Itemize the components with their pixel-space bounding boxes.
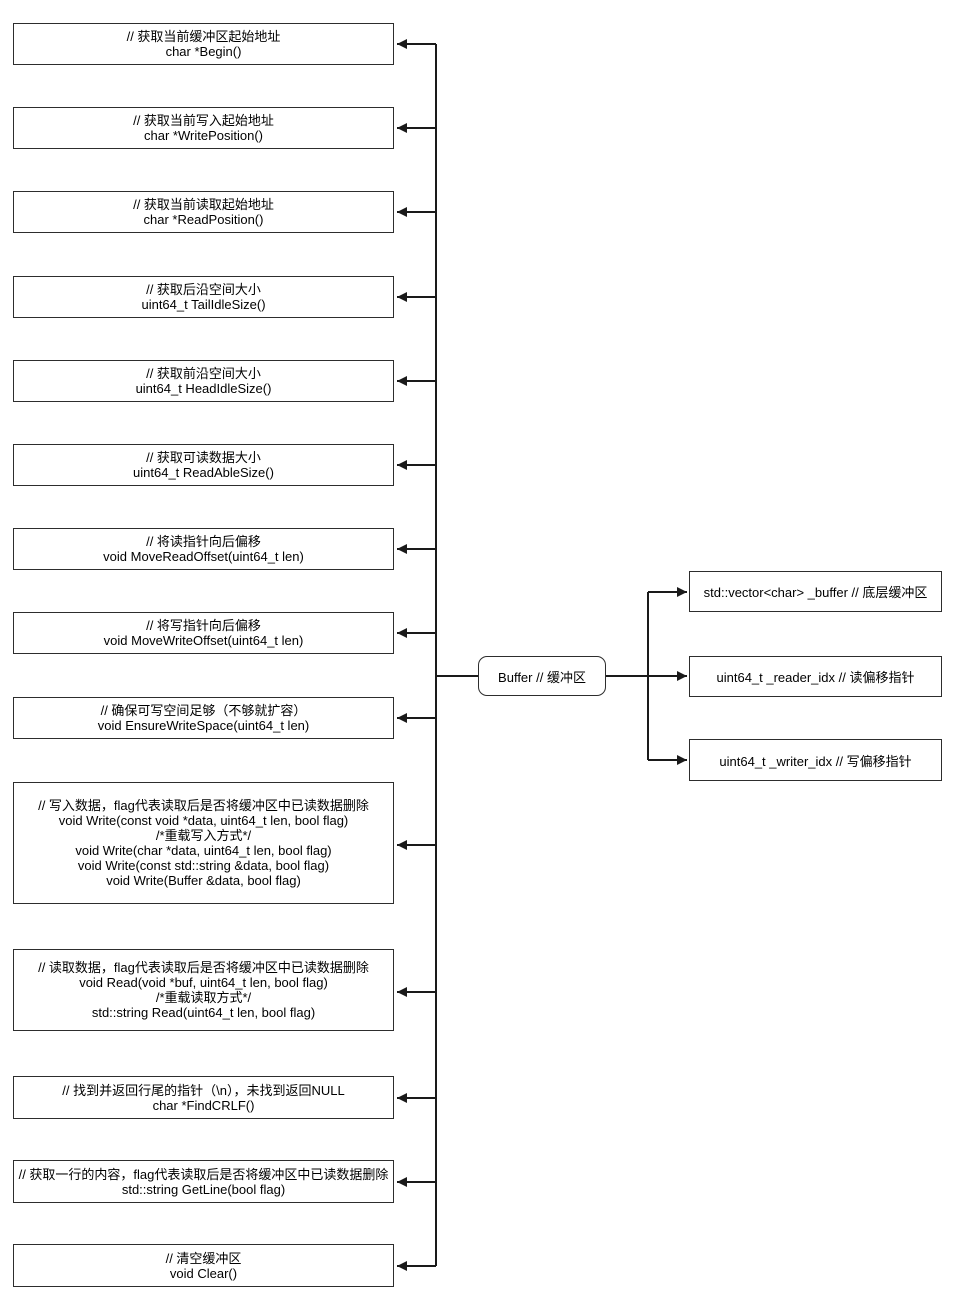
method-box-write-position: // 获取当前写入起始地址 char *WritePosition() <box>13 107 394 149</box>
method-comment: // 清空缓冲区 <box>165 1250 242 1266</box>
method-box-clear: // 清空缓冲区 void Clear() <box>13 1244 394 1287</box>
method-signature: void Read(void *buf, uint64_t len, bool … <box>79 975 328 990</box>
method-signature: uint64_t HeadIdleSize() <box>135 381 272 396</box>
method-overload-comment: /*重载写入方式*/ <box>155 828 252 843</box>
method-box-find-crlf: // 找到并返回行尾的指针（\n），未找到返回NULL char *FindCR… <box>13 1076 394 1119</box>
member-box-reader-idx: uint64_t _reader_idx // 读偏移指针 <box>689 656 942 697</box>
method-box-get-line: // 获取一行的内容，flag代表读取后是否将缓冲区中已读数据删除 std::s… <box>13 1160 394 1203</box>
method-comment: // 获取当前读取起始地址 <box>133 197 274 212</box>
method-signature: char *FindCRLF() <box>152 1097 255 1113</box>
method-signature: uint64_t ReadAbleSize() <box>133 465 274 480</box>
method-signature: void Clear() <box>169 1265 238 1281</box>
method-comment: // 获取一行的内容，flag代表读取后是否将缓冲区中已读数据删除 <box>18 1166 389 1182</box>
member-box-writer-idx: uint64_t _writer_idx // 写偏移指针 <box>689 739 942 781</box>
method-signature: void Write(const std::string &data, bool… <box>77 858 330 873</box>
method-comment: // 确保可写空间足够（不够就扩容） <box>100 703 307 718</box>
member-box-buffer: std::vector<char> _buffer // 底层缓冲区 <box>689 571 942 612</box>
method-box-head-idle-size: // 获取前沿空间大小 uint64_t HeadIdleSize() <box>13 360 394 402</box>
method-box-read-position: // 获取当前读取起始地址 char *ReadPosition() <box>13 191 394 233</box>
method-comment: // 将写指针向后偏移 <box>146 618 261 633</box>
method-box-read: // 读取数据，flag代表读取后是否将缓冲区中已读数据删除 void Read… <box>13 949 394 1031</box>
method-box-move-read-offset: // 将读指针向后偏移 void MoveReadOffset(uint64_t… <box>13 528 394 570</box>
method-signature: std::string Read(uint64_t len, bool flag… <box>91 1005 316 1020</box>
method-box-write: // 写入数据，flag代表读取后是否将缓冲区中已读数据删除 void Writ… <box>13 782 394 904</box>
method-signature: char *WritePosition() <box>144 128 263 143</box>
method-signature: void EnsureWriteSpace(uint64_t len) <box>97 718 310 733</box>
method-signature: std::string GetLine(bool flag) <box>121 1181 286 1197</box>
method-box-tail-idle-size: // 获取后沿空间大小 uint64_t TailIdleSize() <box>13 276 394 318</box>
method-signature: void MoveWriteOffset(uint64_t len) <box>103 633 304 648</box>
method-box-ensure-write-space: // 确保可写空间足够（不够就扩容） void EnsureWriteSpace… <box>13 697 394 739</box>
method-comment: // 获取当前写入起始地址 <box>133 113 274 128</box>
method-signature: char *Begin() <box>165 44 242 59</box>
buffer-class-node: Buffer // 缓冲区 <box>478 656 606 696</box>
method-box-begin: // 获取当前缓冲区起始地址 char *Begin() <box>13 23 394 65</box>
buffer-class-label: Buffer // 缓冲区 <box>498 669 586 685</box>
method-signature: void Write(const void *data, uint64_t le… <box>58 813 349 828</box>
member-label: uint64_t _reader_idx // 读偏移指针 <box>716 670 915 685</box>
method-comment: // 找到并返回行尾的指针（\n），未找到返回NULL <box>62 1082 345 1098</box>
method-comment: // 读取数据，flag代表读取后是否将缓冲区中已读数据删除 <box>38 960 369 975</box>
method-comment: // 获取可读数据大小 <box>146 450 261 465</box>
method-overload-comment: /*重载读取方式*/ <box>155 990 252 1005</box>
method-box-move-write-offset: // 将写指针向后偏移 void MoveWriteOffset(uint64_… <box>13 612 394 654</box>
method-signature: char *ReadPosition() <box>143 212 264 227</box>
method-comment: // 获取当前缓冲区起始地址 <box>126 29 281 44</box>
method-box-read-able-size: // 获取可读数据大小 uint64_t ReadAbleSize() <box>13 444 394 486</box>
method-comment: // 获取后沿空间大小 <box>146 282 261 297</box>
member-label: uint64_t _writer_idx // 写偏移指针 <box>719 753 912 769</box>
member-label: std::vector<char> _buffer // 底层缓冲区 <box>703 585 928 600</box>
method-signature: uint64_t TailIdleSize() <box>141 297 266 312</box>
method-comment: // 写入数据，flag代表读取后是否将缓冲区中已读数据删除 <box>38 798 369 813</box>
method-comment: // 获取前沿空间大小 <box>146 366 261 381</box>
method-signature: void MoveReadOffset(uint64_t len) <box>103 549 304 564</box>
method-signature: void Write(Buffer &data, bool flag) <box>106 873 301 888</box>
method-comment: // 将读指针向后偏移 <box>146 534 261 549</box>
method-signature: void Write(char *data, uint64_t len, boo… <box>75 843 332 858</box>
